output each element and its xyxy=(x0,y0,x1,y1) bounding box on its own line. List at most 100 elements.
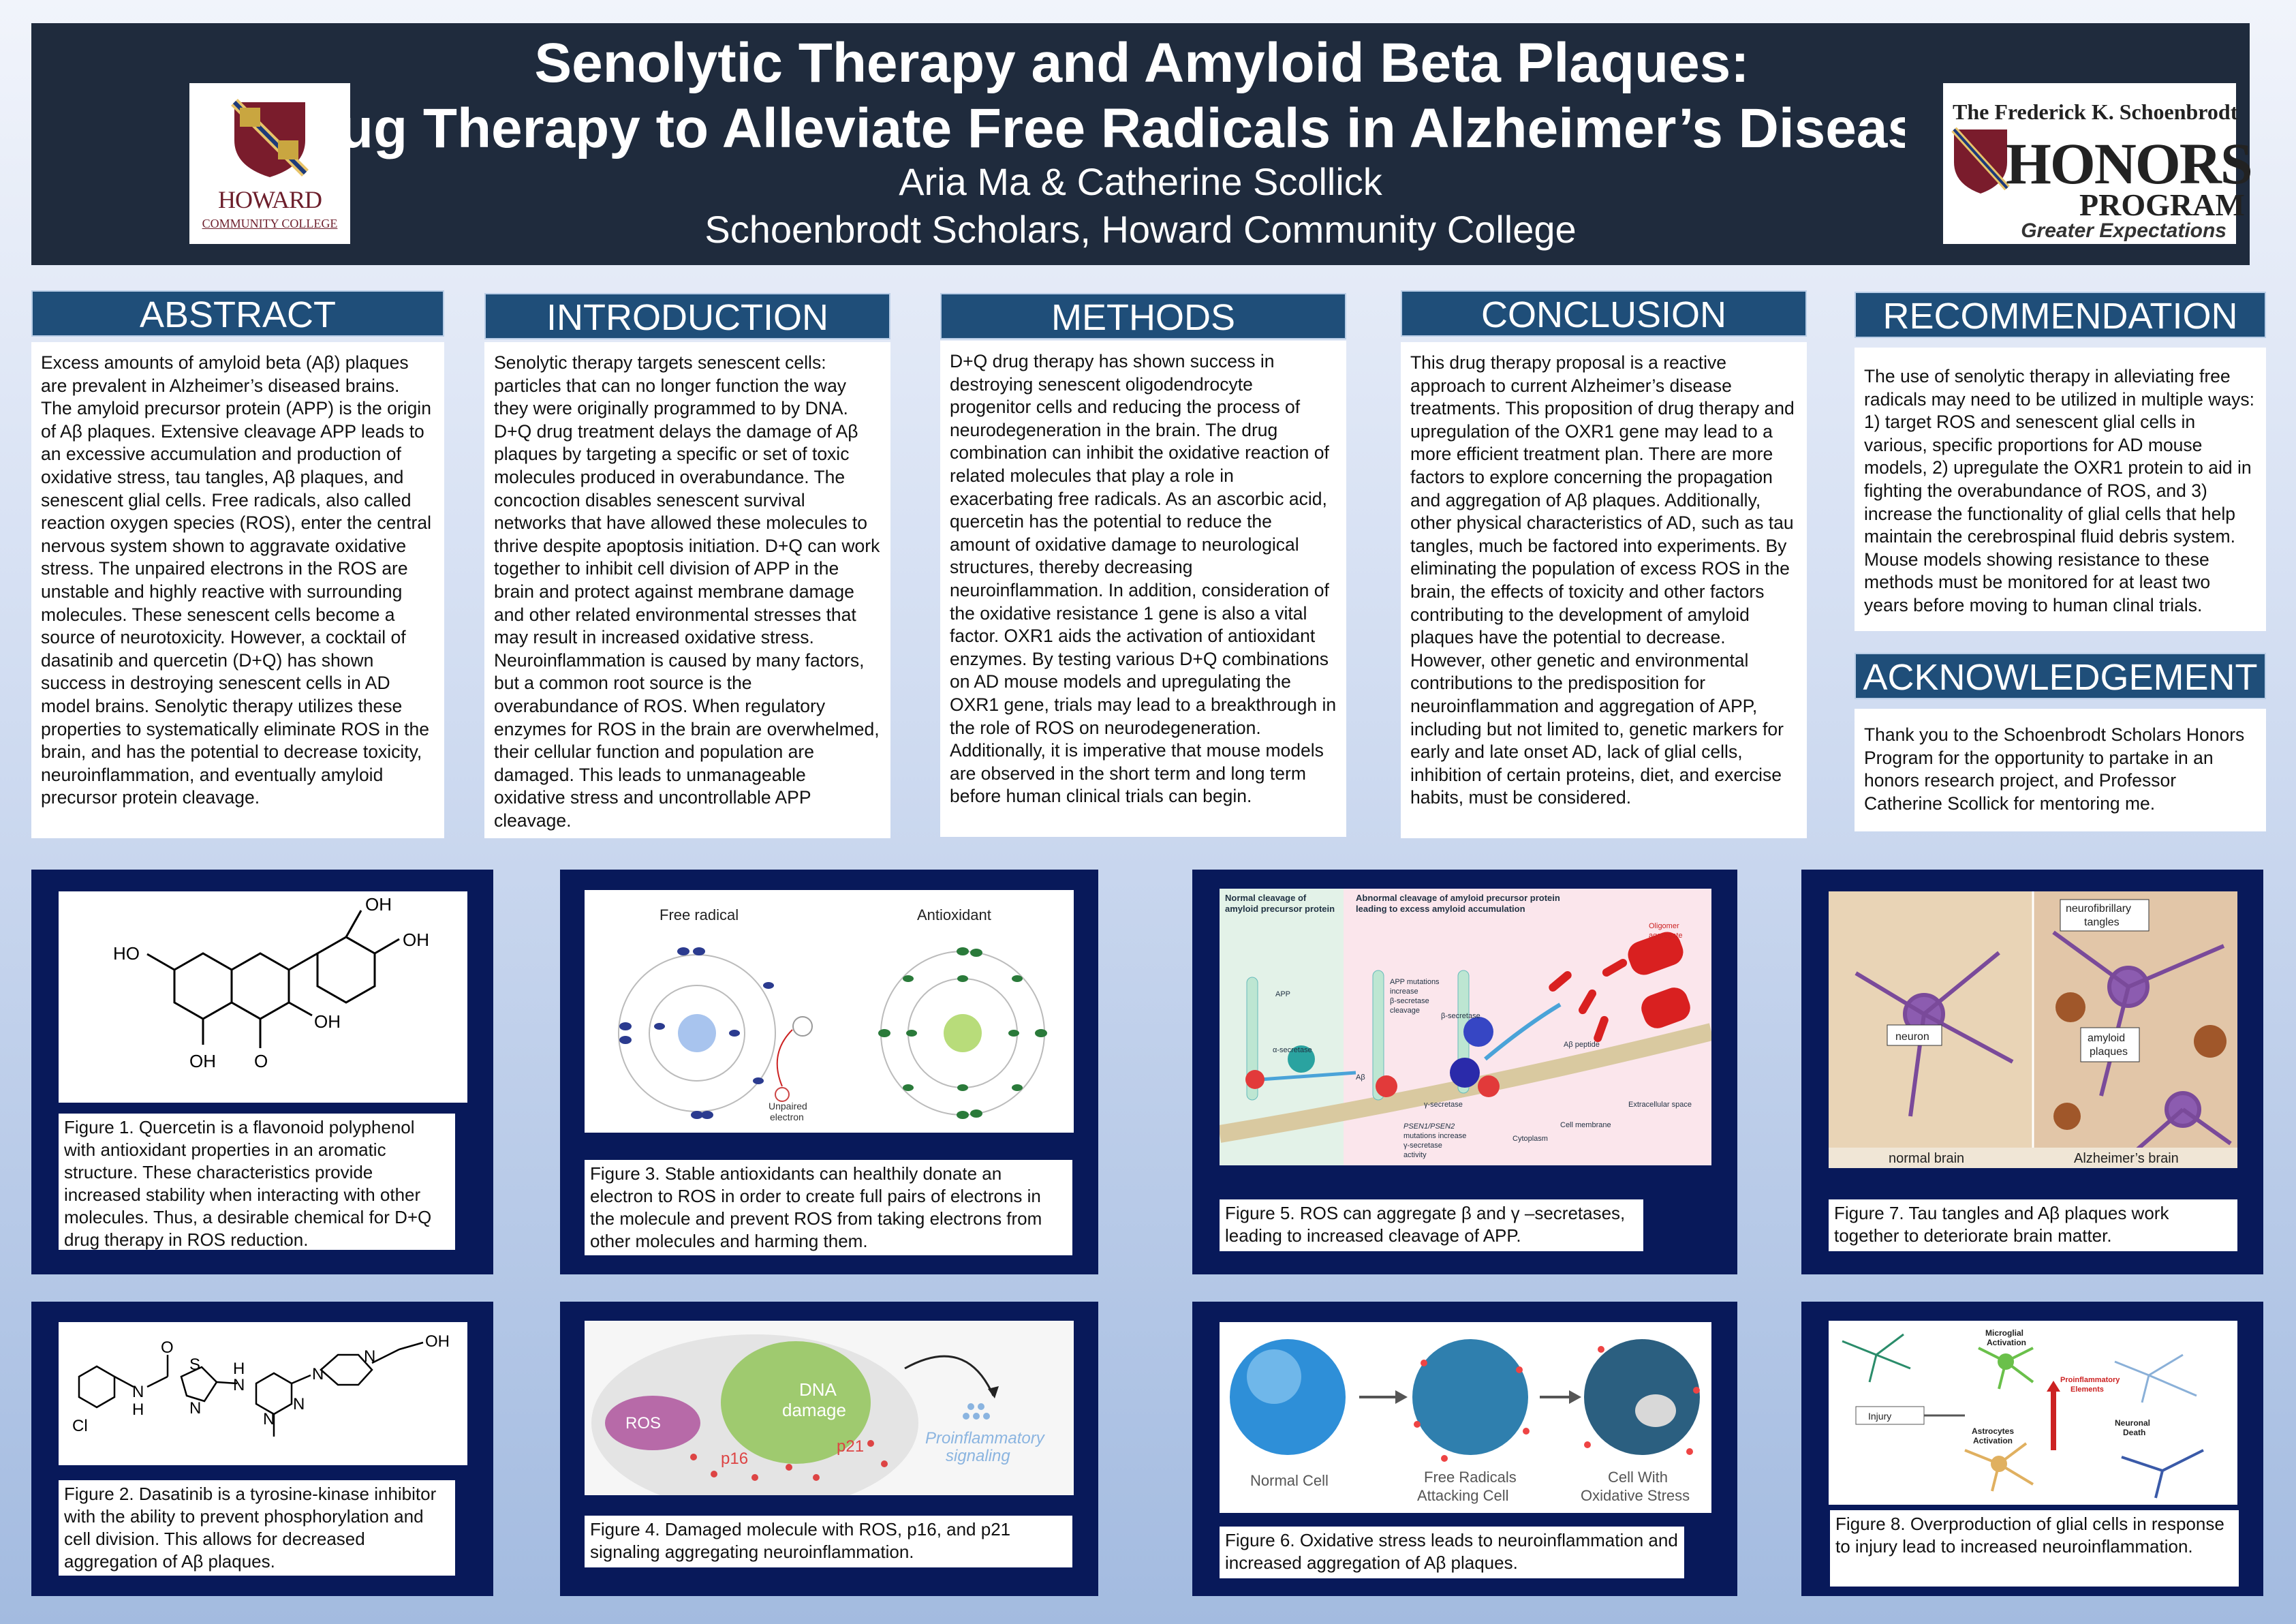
quercetin-label-oh-bottom: OH xyxy=(189,1051,216,1071)
poster-title-line-2: rug Therapy to Alleviate Free Radicals i… xyxy=(317,97,1905,159)
acknowledgement-body: Thank you to the Schoenbrodt Scholars Ho… xyxy=(1855,709,2266,831)
p21-label: p21 xyxy=(837,1437,864,1456)
microglial-label-2: Activation xyxy=(1987,1338,2026,1347)
figure-5-frame: Normal cleavage of amyloid precursor pro… xyxy=(1192,870,1737,1274)
proinflammatory-label-1: Proinflammatory xyxy=(925,1429,1046,1447)
acknowledgement-heading: ACKNOWLEDGEMENT xyxy=(1855,653,2266,699)
dasatinib-label-h2: H xyxy=(233,1360,245,1378)
abnormal-cleavage-label-1: Abnormal cleavage of amyloid precursor p… xyxy=(1356,893,1560,903)
psen-label-4: activity xyxy=(1403,1151,1427,1159)
abeta-peptide-label: Aβ peptide xyxy=(1564,1041,1600,1049)
figure-7-caption: Figure 7. Tau tangles and Aβ plaques wor… xyxy=(1829,1199,2237,1251)
honors-logo-program: PROGRAM xyxy=(2079,187,2245,222)
alpha-secretase-label: α-secretase xyxy=(1273,1046,1312,1054)
quercetin-label-oh-top: OH xyxy=(365,894,392,915)
methods-body: D+Q drug therapy has shown success in de… xyxy=(940,341,1346,837)
astrocytes-label-2: Activation xyxy=(1973,1436,2013,1445)
beta-secretase-label: β-secretase xyxy=(1441,1012,1480,1020)
introduction-heading: INTRODUCTION xyxy=(484,293,890,339)
dasatinib-label-n4: N xyxy=(263,1410,275,1428)
howard-logo-name: HOWARD xyxy=(218,186,322,213)
abnormal-cleavage-label-2: leading to excess amyloid accumulation xyxy=(1356,904,1525,914)
proinflammatory-elements-label-2: Elements xyxy=(2070,1385,2104,1394)
injury-label: Injury xyxy=(1868,1411,1891,1422)
figure-6-frame: Normal Cell Free Radicals Attacking Cell… xyxy=(1192,1302,1737,1596)
oxidative-stress-label-1: Cell With xyxy=(1608,1469,1668,1486)
oligomer-label-1: Oligomer xyxy=(1649,922,1679,930)
ros-label: ROS xyxy=(625,1414,661,1433)
introduction-body: Senolytic therapy targets senescent cell… xyxy=(484,342,890,838)
dasatinib-structure: Cl N H O S N N H N N N N OH xyxy=(59,1322,467,1465)
dna-damage-diagram: DNA damage ROS p16 p21 Proinflammatory s… xyxy=(585,1321,1074,1495)
recommendation-heading: RECOMMENDATION xyxy=(1855,292,2266,338)
quercetin-label-oh-mid: OH xyxy=(314,1011,341,1032)
figure-4-caption: Figure 4. Damaged molecule with ROS, p16… xyxy=(585,1516,1072,1567)
quercetin-label-ho: HO xyxy=(113,943,140,964)
glial-activation-diagram: Injury Proinflammatory Elements Microgli… xyxy=(1829,1321,2237,1505)
proinflammatory-label-2: signaling xyxy=(946,1447,1010,1465)
methods-heading: METHODS xyxy=(940,293,1346,339)
dasatinib-label-s: S xyxy=(189,1355,200,1374)
dasatinib-label-h1: H xyxy=(132,1400,144,1419)
honors-logo-top: The Frederick K. Schoenbrodt xyxy=(1953,99,2238,124)
figure-2-frame: Cl N H O S N N H N N N N OH Figure 2. Da… xyxy=(31,1302,493,1596)
plaques-label-2: plaques xyxy=(2090,1046,2128,1058)
tangles-label-1: neurofibrillary xyxy=(2066,903,2131,915)
neuron-label: neuron xyxy=(1895,1031,1929,1043)
abstract-body: Excess amounts of amyloid beta (Aβ) plaq… xyxy=(31,342,444,838)
quercetin-structure: OH OH HO OH OH O xyxy=(59,891,467,1103)
dasatinib-label-n7: N xyxy=(364,1347,375,1366)
figure-1-frame: OH OH HO OH OH O Figure 1. Quercetin is … xyxy=(31,870,493,1274)
neuronal-death-label-2: Death xyxy=(2123,1428,2145,1437)
quercetin-label-o: O xyxy=(254,1051,268,1071)
neuronal-death-label-1: Neuronal xyxy=(2115,1418,2150,1428)
brain-comparison-image: neurofibrillary tangles neuron amyloid p… xyxy=(1829,891,2237,1168)
honors-logo-tagline: Greater Expectations xyxy=(2021,219,2227,242)
honors-logo-big: HONORS xyxy=(2006,131,2253,196)
psen-label-2: mutations increase xyxy=(1403,1132,1466,1140)
dasatinib-label-n6: N xyxy=(312,1365,324,1383)
abstract-heading: ABSTRACT xyxy=(31,290,444,337)
figure-4-frame: DNA damage ROS p16 p21 Proinflammatory s… xyxy=(560,1302,1098,1596)
figure-8-caption: Figure 8. Overproduction of glial cells … xyxy=(1830,1510,2239,1587)
normal-cleavage-label-1: Normal cleavage of xyxy=(1225,893,1307,903)
psen-label-3: γ-secretase xyxy=(1403,1142,1442,1150)
app-mutations-label-4: cleavage xyxy=(1390,1007,1420,1015)
dna-damage-label-2: damage xyxy=(782,1400,846,1420)
gamma-secretase-label: γ-secretase xyxy=(1424,1101,1463,1109)
howard-college-logo: HOWARD COMMUNITY COLLEGE xyxy=(189,83,350,244)
astrocytes-label-1: Astrocytes xyxy=(1972,1426,2014,1436)
figure-2-caption: Figure 2. Dasatinib is a tyrosine-kinase… xyxy=(59,1480,455,1576)
dasatinib-label-n2: N xyxy=(189,1399,201,1418)
free-radicals-label-1: Free Radicals xyxy=(1424,1469,1517,1486)
howard-logo-sub: COMMUNITY COLLEGE xyxy=(202,217,338,230)
figure-6-caption: Figure 6. Oxidative stress leads to neur… xyxy=(1220,1527,1684,1578)
abeta-label: Aβ xyxy=(1356,1073,1365,1082)
unpaired-electron-label-2: electron xyxy=(770,1112,804,1122)
figure-7-frame: neurofibrillary tangles neuron amyloid p… xyxy=(1801,870,2263,1274)
normal-brain-label: normal brain xyxy=(1889,1151,1964,1166)
figure-3-caption: Figure 3. Stable antioxidants can health… xyxy=(585,1160,1072,1255)
tangles-label-2: tangles xyxy=(2084,917,2120,928)
dasatinib-label-n1: N xyxy=(132,1383,144,1401)
alzheimers-brain-label: Alzheimer’s brain xyxy=(2074,1151,2179,1166)
p16-label: p16 xyxy=(721,1450,748,1468)
extracellular-label: Extracellular space xyxy=(1628,1101,1692,1109)
app-label: APP xyxy=(1275,990,1290,998)
dasatinib-label-o: O xyxy=(161,1338,174,1357)
app-mutations-label-3: β-secretase xyxy=(1390,997,1429,1005)
dna-damage-label-1: DNA xyxy=(799,1379,837,1400)
antioxidant-label: Antioxidant xyxy=(917,906,991,923)
normal-cleavage-label-2: amyloid precursor protein xyxy=(1225,904,1335,914)
plaques-label-1: amyloid xyxy=(2088,1032,2125,1044)
dasatinib-label-cl: Cl xyxy=(72,1417,88,1435)
howard-shield-icon xyxy=(231,99,309,177)
free-radical-label: Free radical xyxy=(660,906,739,923)
poster-authors: Aria Ma & Catherine Scollick xyxy=(899,160,1382,203)
quercetin-label-oh-right: OH xyxy=(403,930,429,950)
recommendation-body: The use of senolytic therapy in alleviat… xyxy=(1855,348,2266,631)
normal-cell-label: Normal Cell xyxy=(1250,1472,1329,1489)
oxidative-stress-diagram: Normal Cell Free Radicals Attacking Cell… xyxy=(1220,1322,1711,1513)
proinflammatory-elements-label-1: Proinflammatory xyxy=(2060,1376,2120,1384)
title-banner: Senolytic Therapy and Amyloid Beta Plaqu… xyxy=(31,23,2253,265)
